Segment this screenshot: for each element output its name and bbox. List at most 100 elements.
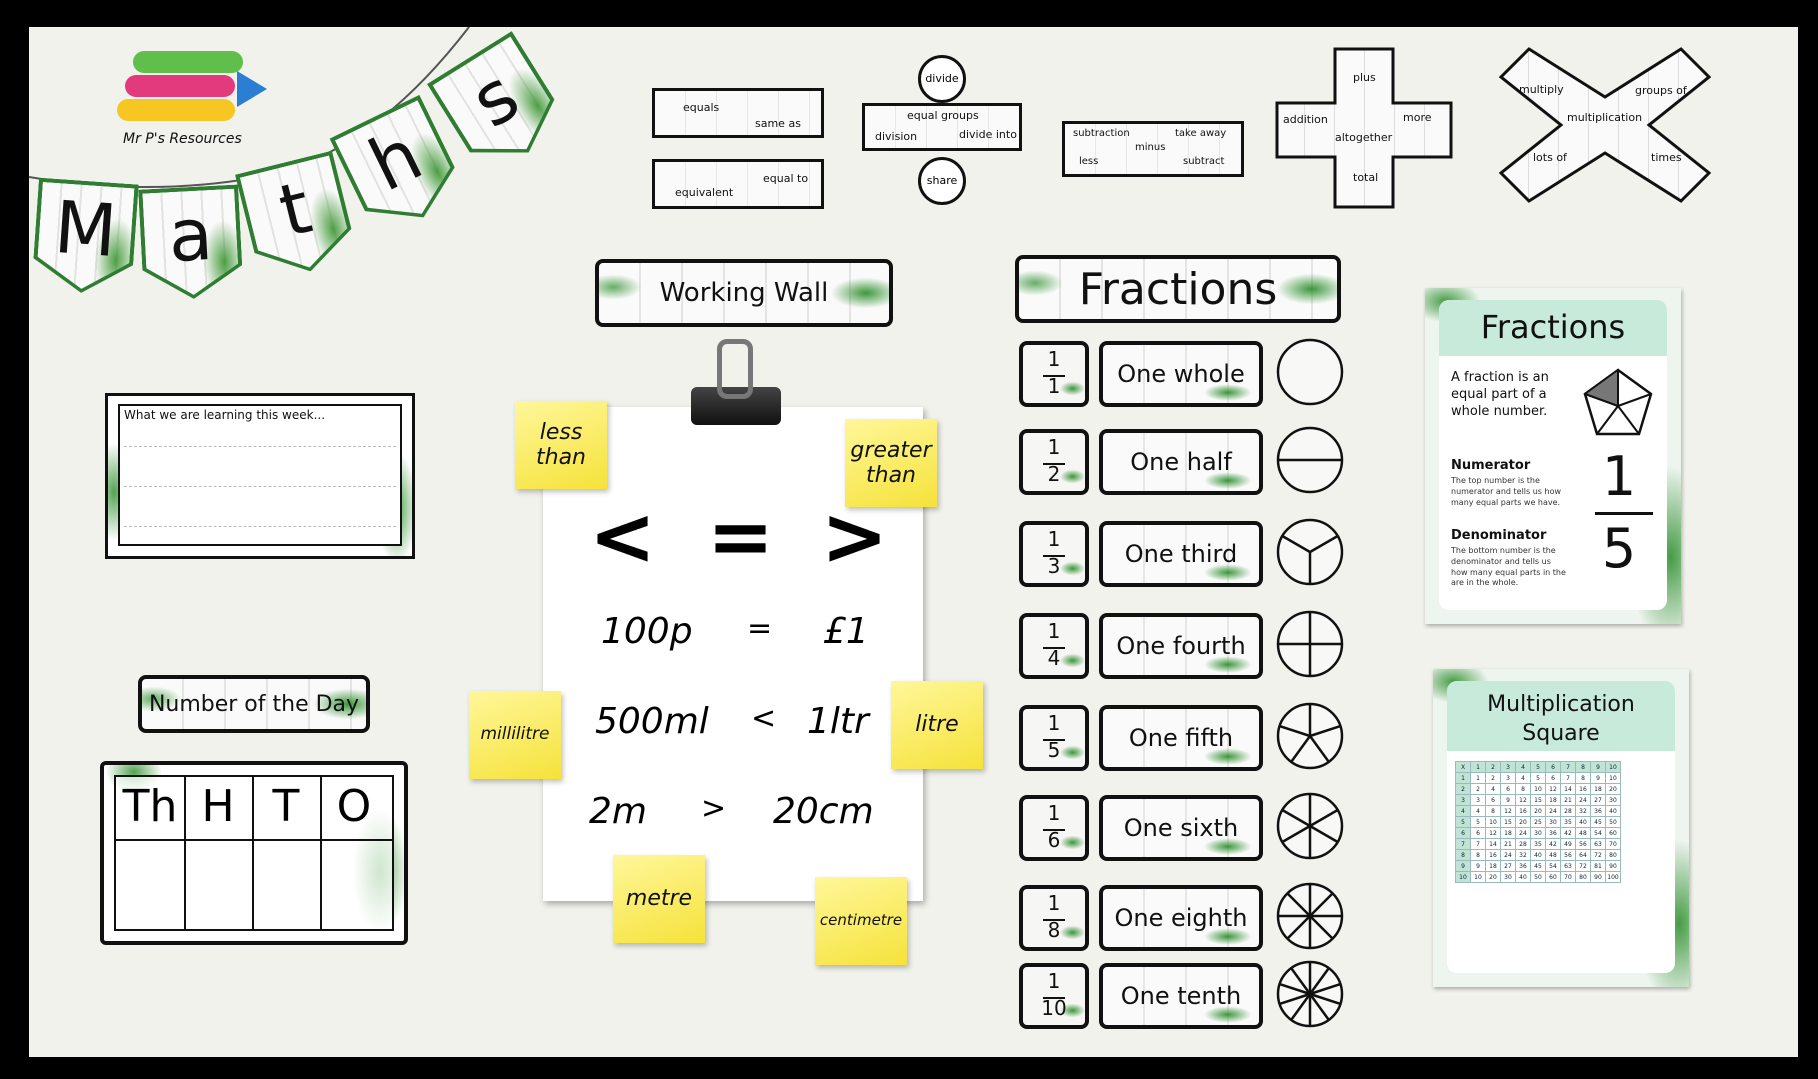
ww-row2-a: 500ml xyxy=(595,701,709,742)
multiplication-cell: 27 xyxy=(1590,794,1606,806)
logo-pencil-pink xyxy=(125,75,235,97)
multiplication-cell: 16 xyxy=(1485,849,1501,861)
multiplication-cell: 48 xyxy=(1545,849,1561,861)
multiplication-cell: 49 xyxy=(1560,838,1576,850)
multiplication-cell: 36 xyxy=(1590,805,1606,817)
fraction-circle-icon xyxy=(1276,518,1344,586)
multiplication-cell: 18 xyxy=(1485,860,1501,872)
times-word-3: multiplication xyxy=(1567,111,1643,124)
fraction-poster: Fractions A fraction is an equal part of… xyxy=(1425,288,1681,624)
denominator-label: Denominator xyxy=(1451,528,1547,543)
multiplication-cell: 90 xyxy=(1590,871,1606,883)
multiplication-cell: 1 xyxy=(1470,772,1486,784)
multiplication-cell: 45 xyxy=(1590,816,1606,828)
multiplication-poster-title: Multiplication Square xyxy=(1487,692,1635,746)
multiplication-cell: 14 xyxy=(1560,783,1576,795)
multiplication-cell: 63 xyxy=(1560,860,1576,872)
times-word-1: multiply xyxy=(1519,83,1564,96)
minus-card: subtraction take away minus less subtrac… xyxy=(1062,121,1244,177)
fraction-poster-title: Fractions xyxy=(1480,308,1626,346)
multiplication-cell: 7 xyxy=(1560,772,1576,784)
fraction-denominator: 10 xyxy=(1041,996,1067,1020)
multiplication-cell: 10 xyxy=(1485,816,1501,828)
multiplication-cell: 18 xyxy=(1500,827,1516,839)
symbol-greater: > xyxy=(821,490,889,583)
multiplication-cell: 20 xyxy=(1530,805,1546,817)
times-word-5: times xyxy=(1651,151,1682,164)
fraction-numerator: 1 xyxy=(1047,969,1061,993)
multiplication-cell: 64 xyxy=(1575,849,1591,861)
multiplication-cell: 42 xyxy=(1560,827,1576,839)
fraction-name-card: One eighth xyxy=(1099,885,1263,951)
multiplication-cell: 3 xyxy=(1470,794,1486,806)
multiplication-cell: 30 xyxy=(1545,816,1561,828)
multiplication-cell: 2 xyxy=(1470,783,1486,795)
bunting-flag-a: a xyxy=(138,184,244,301)
fraction-name-card: One third xyxy=(1099,521,1263,587)
ww-row3-c: 20cm xyxy=(773,791,874,832)
multiplication-cell: 30 xyxy=(1605,794,1621,806)
multiplication-cell: 45 xyxy=(1530,860,1546,872)
multiplication-cell: 10 xyxy=(1605,772,1621,784)
multiplication-cell: 35 xyxy=(1530,838,1546,850)
multiplication-cell: 12 xyxy=(1515,794,1531,806)
symbol-less: < xyxy=(589,490,657,583)
poster-denominator: 5 xyxy=(1601,517,1637,580)
multiplication-cell: 32 xyxy=(1515,849,1531,861)
multiplication-cell: 70 xyxy=(1560,871,1576,883)
pv-h: H xyxy=(201,781,235,832)
multiplication-cell: 3 xyxy=(1500,761,1516,773)
multiplication-cell: 50 xyxy=(1605,816,1621,828)
multiplication-cell: 10 xyxy=(1470,871,1486,883)
multiplication-cell: 27 xyxy=(1500,860,1516,872)
multiplication-cell: 9 xyxy=(1590,761,1606,773)
multiplication-cell: 25 xyxy=(1530,816,1546,828)
fraction-denominator: 5 xyxy=(1047,738,1061,762)
multiplication-cell: 8 xyxy=(1515,783,1531,795)
multiplication-cell: 40 xyxy=(1515,871,1531,883)
times-sign xyxy=(1499,47,1711,203)
pv-th: Th xyxy=(122,781,178,832)
multiplication-cell: 8 xyxy=(1575,761,1591,773)
multiplication-cell: 36 xyxy=(1545,827,1561,839)
multiplication-cell: X xyxy=(1455,761,1471,773)
fraction-circle-icon xyxy=(1276,792,1344,860)
ww-row2-b: < xyxy=(751,701,777,736)
ww-row3-b: > xyxy=(701,791,727,826)
working-wall-title: Working Wall xyxy=(659,278,829,308)
fraction-name-card: One sixth xyxy=(1099,795,1263,861)
logo-pencil-tip xyxy=(237,71,267,107)
multiplication-cell: 5 xyxy=(1455,816,1471,828)
multiplication-cell: 8 xyxy=(1575,772,1591,784)
multiplication-cell: 80 xyxy=(1575,871,1591,883)
equals-card-bottom: equivalent equal to xyxy=(652,159,824,209)
fraction-circle-icon xyxy=(1276,882,1344,950)
working-wall-banner: Working Wall xyxy=(595,259,893,327)
multiplication-cell: 7 xyxy=(1560,761,1576,773)
multiplication-cell: 14 xyxy=(1485,838,1501,850)
multiplication-cell: 10 xyxy=(1605,761,1621,773)
multiplication-cell: 7 xyxy=(1470,838,1486,850)
fraction-circle-icon xyxy=(1276,610,1344,678)
multiplication-cell: 56 xyxy=(1575,838,1591,850)
multiplication-cell: 35 xyxy=(1560,816,1576,828)
note-millilitre: millilitre xyxy=(469,691,561,779)
multiplication-cell: 20 xyxy=(1605,783,1621,795)
ww-row3-a: 2m xyxy=(589,791,647,832)
ww-row1-b: = xyxy=(747,611,773,646)
symbol-equals: = xyxy=(707,490,775,583)
multiplication-cell: 9 xyxy=(1470,860,1486,872)
note-centimetre: centimetre xyxy=(815,877,907,965)
multiplication-cell: 32 xyxy=(1575,805,1591,817)
multiplication-cell: 7 xyxy=(1455,838,1471,850)
fraction-name-card: One half xyxy=(1099,429,1263,495)
multiplication-cell: 63 xyxy=(1590,838,1606,850)
multiplication-cell: 72 xyxy=(1590,849,1606,861)
multiplication-cell: 10 xyxy=(1530,783,1546,795)
multiplication-cell: 2 xyxy=(1485,772,1501,784)
note-greater-than: greater than xyxy=(845,419,937,507)
